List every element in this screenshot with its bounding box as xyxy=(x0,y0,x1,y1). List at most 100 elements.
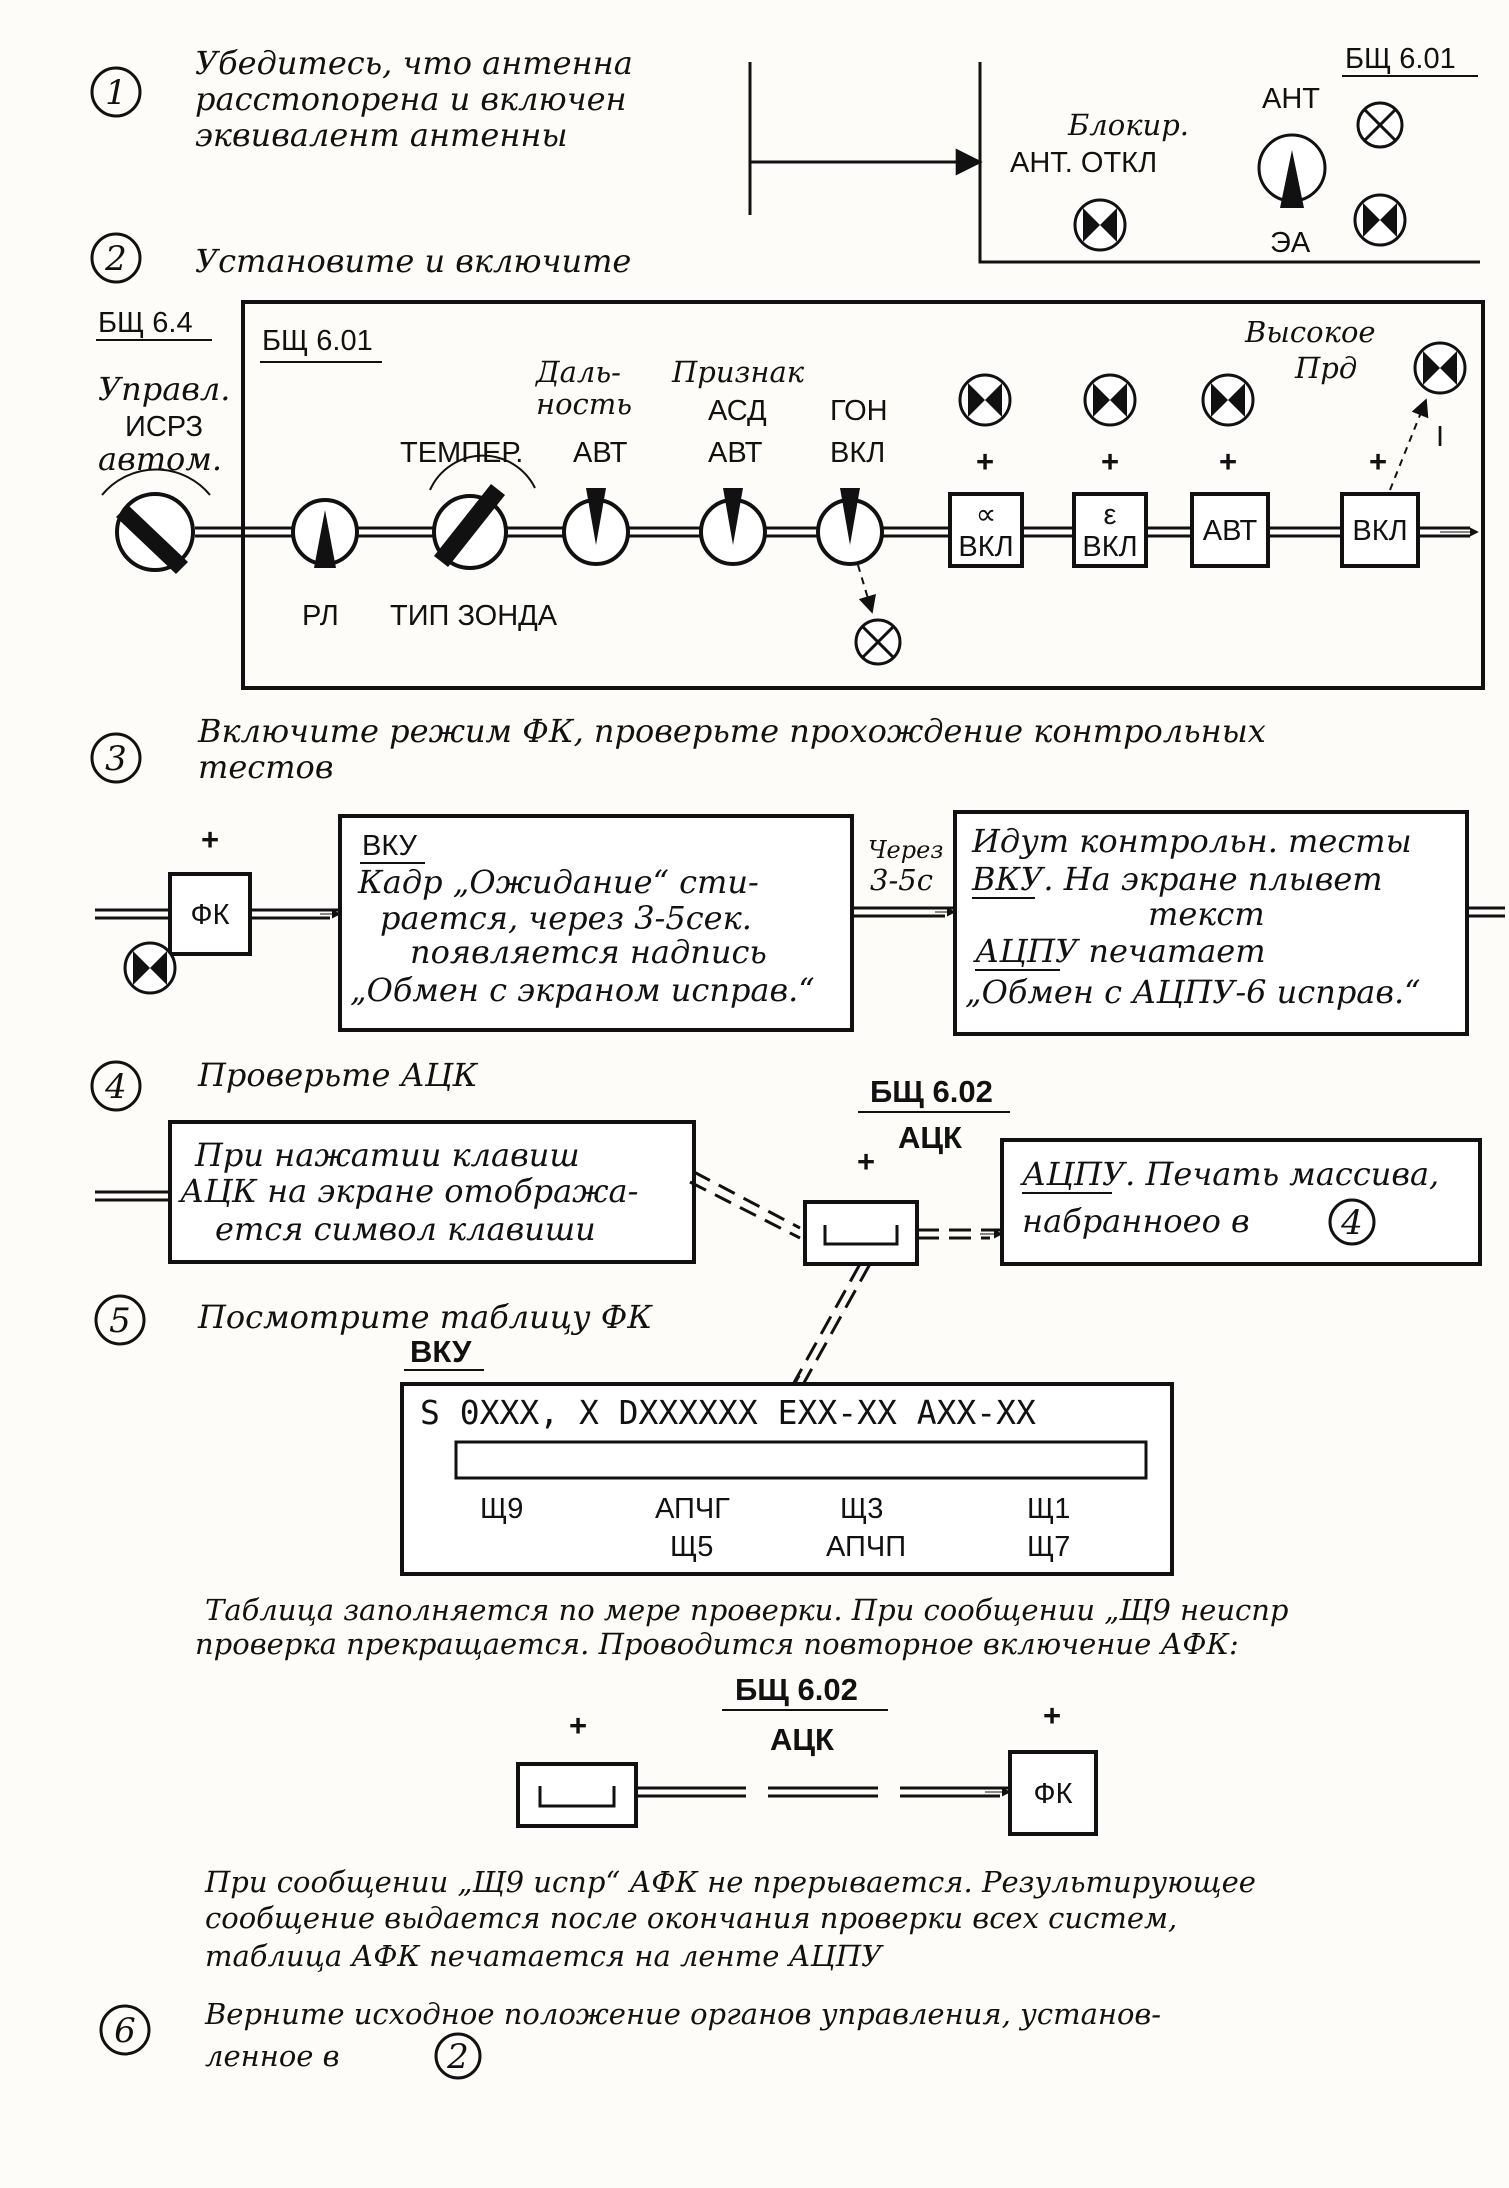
restart-panel-name: АЦК xyxy=(770,1722,834,1757)
asd-switch[interactable] xyxy=(699,488,767,566)
eps-symbol: ε xyxy=(1104,499,1117,531)
label-sch5: Щ5 xyxy=(670,1531,713,1563)
avt-button-label: АВТ xyxy=(1203,515,1258,547)
step-4-line-1: Проверьте АЦК xyxy=(197,1056,479,1094)
tests-line-4: АЦПУ печатает xyxy=(973,932,1266,970)
acu-panel-id: БЩ 6.02 xyxy=(870,1074,993,1109)
after-line-2: сообщение выдается после окончания прове… xyxy=(205,1901,1177,1935)
label-sch3: Щ3 xyxy=(840,1493,883,1525)
panel-1-id: БЩ 6.01 xyxy=(1345,43,1456,75)
panel-bsch-601-main xyxy=(241,300,1485,690)
step-6: 6 Верните исходное положение органов упр… xyxy=(99,1997,1161,2080)
fk-lamp xyxy=(123,941,177,995)
ant-off-lamp xyxy=(1073,198,1127,252)
acu-key-button[interactable] xyxy=(803,1200,919,1266)
delay-label-2: 3-5с xyxy=(870,863,933,897)
restart-acu-button[interactable] xyxy=(516,1762,638,1828)
distance-value: АВТ xyxy=(573,437,628,469)
isrz-auto-switch[interactable] xyxy=(101,468,211,574)
print-ref-step: 4 xyxy=(1340,1203,1363,1243)
distance-label-2: ность xyxy=(536,387,632,421)
step-6-ref: 2 xyxy=(446,2037,469,2077)
fk-button[interactable]: ФК xyxy=(168,872,252,956)
vku-title: ВКУ xyxy=(362,830,418,862)
roman-one: I xyxy=(1436,421,1444,453)
screen-title: ВКУ xyxy=(410,1334,472,1369)
step-2-line-1: Установите и включите xyxy=(195,242,631,280)
step-2: 2 Установите и включите БЩ 6.4 Управл. И… xyxy=(90,232,1485,690)
temper-probe-switch[interactable] xyxy=(429,454,536,570)
fk-plus: + xyxy=(201,822,219,857)
asd-label-1: Признак xyxy=(671,355,805,389)
keyboard-check-box: При нажатии клавиш АЦК на экране отображ… xyxy=(168,1120,696,1264)
alpha-lamp xyxy=(958,373,1012,427)
rl-switch[interactable] xyxy=(291,498,359,568)
label-apchg: АПЧГ xyxy=(655,1493,730,1525)
label-apchp: АПЧП xyxy=(826,1531,906,1563)
control-tests-box: Идут контрольн. тесты ВКУ. На экране плы… xyxy=(953,810,1469,1036)
step-6-marker xyxy=(99,2004,151,2056)
panel-bsch-64-id: БЩ 6.4 xyxy=(98,307,193,339)
step-1-line-1: Убедитесь, что антенна xyxy=(195,44,633,82)
restart-fk-button[interactable]: ФК xyxy=(1008,1750,1098,1836)
prd-label: Прд xyxy=(1294,351,1357,385)
step-1-marker xyxy=(90,66,142,118)
vku-waiting-box: ВКУ Кадр „Ожидание“ сти- рается, через 3… xyxy=(338,814,854,1032)
alpha-on-label: ВКЛ xyxy=(958,531,1013,563)
panel-bsch-601-antenna: БЩ 6.01 Блокир. АНТ. ОТКЛ АНТ ЭА xyxy=(978,43,1480,264)
distance-switch[interactable] xyxy=(562,488,630,566)
eps-plus: + xyxy=(1101,444,1119,479)
ant-off-label: АНТ. ОТКЛ xyxy=(1010,147,1157,179)
step-3-line-2: тестов xyxy=(198,748,333,786)
eps-lamp xyxy=(1083,373,1137,427)
step-1: 1 Убедитесь, что антенна расстопорена и … xyxy=(90,43,1480,264)
isrz-label-3: автом. xyxy=(98,440,222,478)
step-2-marker xyxy=(90,232,142,284)
rl-label: РЛ xyxy=(302,600,339,632)
step-6-number: 6 xyxy=(114,2011,136,2051)
high-label: Высокое xyxy=(1244,315,1376,349)
step-6-line-1: Верните исходное положение органов управ… xyxy=(204,1997,1161,2031)
ant-indicator-lamp xyxy=(1356,101,1404,149)
vku-line-3: появляется надпись xyxy=(410,933,767,971)
tests-line-1: Идут контрольн. тесты xyxy=(971,822,1412,860)
restart-acu-plus: + xyxy=(569,1708,587,1743)
vkl-button-label: ВКЛ xyxy=(1352,515,1407,547)
restart-fk-label: ФК xyxy=(1034,1778,1073,1810)
probe-type-label: ТИП ЗОНДА xyxy=(390,600,558,632)
high-prd-on-button[interactable]: ВКЛ xyxy=(1340,492,1420,568)
ant-switch[interactable] xyxy=(1257,133,1327,208)
step-5-marker xyxy=(94,1294,146,1346)
note-line-2: проверка прекращается. Проводится повтор… xyxy=(195,1627,1239,1661)
acu-panel-name: АЦК xyxy=(898,1120,962,1155)
ea-indicator-lamp xyxy=(1353,193,1407,247)
keyboard-line-3: ется символ клавиши xyxy=(215,1210,596,1248)
avt-button[interactable]: АВТ xyxy=(1190,492,1270,568)
label-sch9: Щ9 xyxy=(480,1493,523,1525)
print-line-1: АЦПУ. Печать массива, xyxy=(1020,1155,1439,1193)
label-sch1: Щ1 xyxy=(1027,1493,1070,1525)
panel-2-id: БЩ 6.01 xyxy=(262,325,373,357)
step-3-number: 3 xyxy=(105,739,127,779)
step-2-number: 2 xyxy=(104,239,127,279)
vku-line-2: рается, через 3-5сек. xyxy=(380,899,752,937)
alpha-symbol: ∝ xyxy=(976,499,997,531)
keyboard-line-2: АЦК на экране отобража- xyxy=(178,1172,638,1210)
gon-switch[interactable] xyxy=(816,488,884,566)
step-4-marker xyxy=(90,1060,142,1112)
asd-label-2: АСД xyxy=(708,395,767,427)
step-3-line-1: Включите режим ФК, проверьте прохождение… xyxy=(197,712,1266,750)
step-1-line-2: расстопорена и включен xyxy=(195,80,627,118)
print-array-box: АЦПУ. Печать массива, набранноео в 4 xyxy=(1000,1138,1482,1266)
step-3: 3 Включите режим ФК, проверьте прохожден… xyxy=(90,712,1505,1036)
fk-button-label: ФК xyxy=(191,899,230,931)
ea-label: ЭА xyxy=(1270,227,1311,259)
eps-on-button[interactable]: ε ВКЛ xyxy=(1072,492,1148,568)
gon-indicator-lamp xyxy=(854,618,902,666)
tests-line-2: ВКУ. На экране плывет xyxy=(971,860,1383,898)
alpha-plus: + xyxy=(976,444,994,479)
gon-label: ГОН xyxy=(830,395,888,427)
alpha-on-button[interactable]: ∝ ВКЛ xyxy=(948,492,1024,568)
